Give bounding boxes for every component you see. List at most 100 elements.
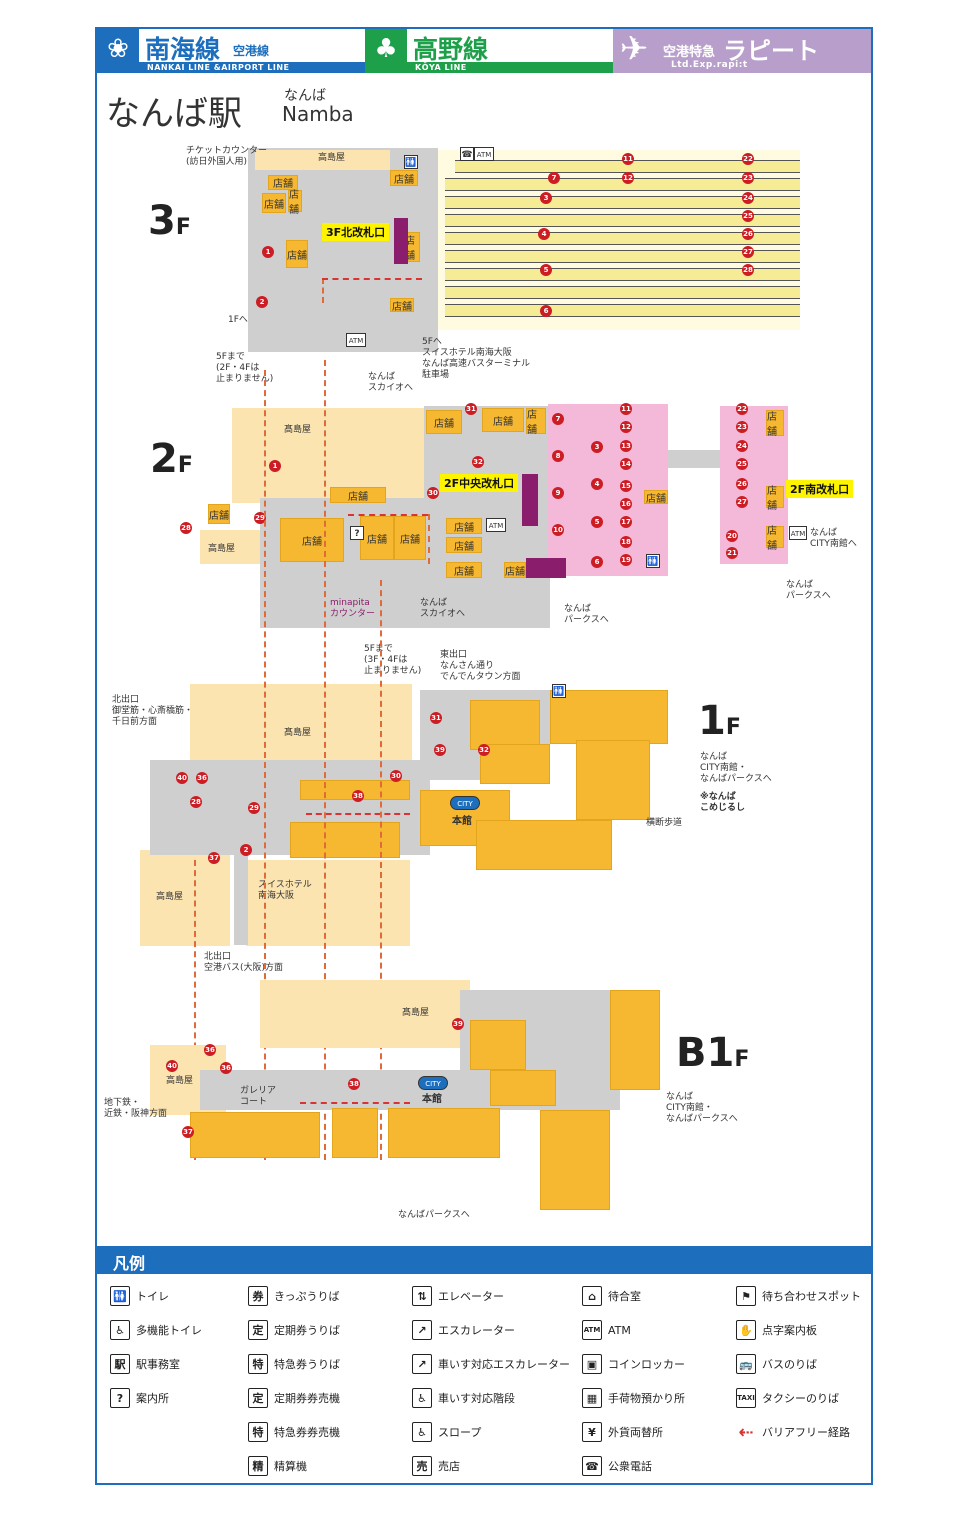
legend-item: ¥外貨両替所: [582, 1422, 663, 1442]
atm-icon: ATM: [789, 526, 807, 540]
1f-shop-block: [576, 740, 650, 820]
legend-item: 売売店: [412, 1456, 460, 1476]
exit-number-12: 12: [620, 421, 632, 433]
1f-shop-block: [290, 822, 400, 858]
3f-to-5f-label: 5Fへ スイスホテル南海大阪 なんば高速バスターミナル 駐車場: [422, 337, 531, 380]
exit-number-29: 29: [248, 802, 260, 814]
2f-shop: 店舗: [446, 537, 482, 553]
toilet-icon: 🚻: [404, 155, 418, 169]
legend-item: 特特急券券売機: [248, 1422, 340, 1442]
limited-express-machine-icon: 特: [248, 1422, 268, 1442]
exit-number-11: 11: [620, 403, 632, 415]
slope-icon: ♿: [412, 1422, 432, 1442]
2f-elevator-note: 5Fまで (3F・4Fは 止まりません): [364, 644, 422, 676]
exit-number-4: 4: [591, 478, 603, 490]
barrier-free-route: [306, 813, 410, 815]
exit-number-40: 40: [176, 772, 188, 784]
1f-takashimaya-label: 髙島屋: [284, 728, 312, 738]
exit-number-12: 12: [622, 172, 634, 184]
floor-2f-label: 2F: [150, 436, 193, 482]
exit-number-9: 9: [552, 487, 564, 499]
legend-item-label: タクシーのりば: [762, 1392, 839, 1405]
exit-number-32: 32: [472, 456, 484, 468]
exit-number-31: 31: [430, 712, 442, 724]
legend-item-label: 案内所: [136, 1392, 169, 1405]
koya-line-english: KŌYA LINE: [407, 62, 613, 73]
legend-item: ↗エスカレーター: [412, 1320, 515, 1340]
b1-to-parks-label: なんばパークスへ: [398, 1210, 470, 1220]
1f-north-exit-bus-label: 北出口 空港バス(大阪)方面: [204, 952, 284, 973]
legend-item-label: 待合室: [608, 1290, 641, 1303]
exit-number-2: 2: [256, 296, 268, 308]
legend-item: 精精算機: [248, 1456, 307, 1476]
1f-shop-block: [550, 690, 668, 744]
exit-number-32: 32: [478, 744, 490, 756]
legend-item-label: 公衆電話: [608, 1460, 652, 1473]
exit-number-26: 26: [742, 228, 754, 240]
barrier-free-route: [300, 1102, 410, 1104]
wheelchair-escalator-icon: ↗: [412, 1354, 432, 1374]
legend-item-label: 定期券券売機: [274, 1392, 340, 1405]
floor-3f-label: 3F: [148, 198, 191, 244]
b1-subway-label: 地下鉄・ 近鉄・阪神方面: [104, 1098, 168, 1119]
legend-item-label: 手荷物預かり所: [608, 1392, 685, 1405]
platform-track: [445, 214, 800, 227]
b1-shop-block: [490, 1070, 556, 1106]
limited-express-ticket-icon: 特: [248, 1354, 268, 1374]
exit-number-36: 36: [220, 1062, 232, 1074]
baggage-storage-icon: ▦: [582, 1388, 602, 1408]
legend-item: 特特急券うりば: [248, 1354, 340, 1374]
legend-title: 凡例: [113, 1254, 146, 1273]
exit-number-2: 2: [240, 844, 252, 856]
nankai-line-name: 南海線: [145, 35, 221, 64]
nankai-line-header: ❀ 南海線 空港線 NANKAI LINE &AIRPORT LINE: [97, 29, 365, 73]
legend-item: ♿スロープ: [412, 1422, 481, 1442]
wheelchair-stairs-icon: ♿: [412, 1388, 432, 1408]
legend-item-label: バスのりば: [762, 1358, 817, 1371]
2f-shop: 店舗: [330, 487, 386, 503]
legend-item: ▣コインロッカー: [582, 1354, 685, 1374]
legend-item-label: 駅事務室: [136, 1358, 180, 1371]
exit-number-39: 39: [452, 1018, 464, 1030]
koya-line-name: 高野線: [413, 35, 489, 64]
1f-shop-block: [476, 820, 612, 870]
legend-item: ⇅エレベーター: [412, 1286, 504, 1306]
station-english: Namba: [282, 102, 354, 126]
1f-east-exit-label: 東出口 なんさん通り でんでんタウン方面: [440, 650, 521, 682]
phone-icon: ☎: [460, 147, 474, 161]
exit-number-29: 29: [254, 512, 266, 524]
exit-number-7: 7: [548, 172, 560, 184]
1f-hotel-area: [246, 860, 410, 946]
toilet-icon: 🚻: [646, 554, 660, 568]
3f-shop: 店舗: [390, 170, 418, 186]
elevator-shaft-route: [194, 860, 196, 1160]
toilet-icon: 🚻: [552, 684, 566, 698]
exit-number-30: 30: [390, 770, 402, 782]
exit-number-36: 36: [196, 772, 208, 784]
2f-shop: 店舗: [208, 504, 230, 524]
koya-line-header: ♣ 高野線 KŌYA LINE: [365, 29, 613, 73]
barrier-free-route: [322, 278, 422, 280]
legend-item-label: トイレ: [136, 1290, 169, 1303]
2f-shop: 店舗: [644, 490, 668, 505]
1f-honkan-label: 本館: [452, 816, 472, 827]
exit-number-38: 38: [348, 1078, 360, 1090]
2f-shop: 店舗: [446, 518, 482, 534]
legend-item: ⌂待合室: [582, 1286, 641, 1306]
exit-number-28: 28: [742, 264, 754, 276]
exit-number-5: 5: [591, 516, 603, 528]
2f-shop: 店舗: [426, 410, 462, 434]
exit-number-25: 25: [736, 458, 748, 470]
braille-guide-icon: ✋: [736, 1320, 756, 1340]
exit-number-30: 30: [427, 487, 439, 499]
platform-track: [445, 232, 800, 245]
exit-number-1: 1: [269, 460, 281, 472]
ticket-office-icon: 券: [248, 1286, 268, 1306]
exit-number-16: 16: [620, 498, 632, 510]
legend-item-label: 売店: [438, 1460, 460, 1473]
legend-item: ?案内所: [110, 1388, 169, 1408]
legend-item: ♿多機能トイレ: [110, 1320, 202, 1340]
exit-number-8: 8: [552, 450, 564, 462]
exit-number-26: 26: [736, 478, 748, 490]
platform-track: [445, 268, 800, 281]
